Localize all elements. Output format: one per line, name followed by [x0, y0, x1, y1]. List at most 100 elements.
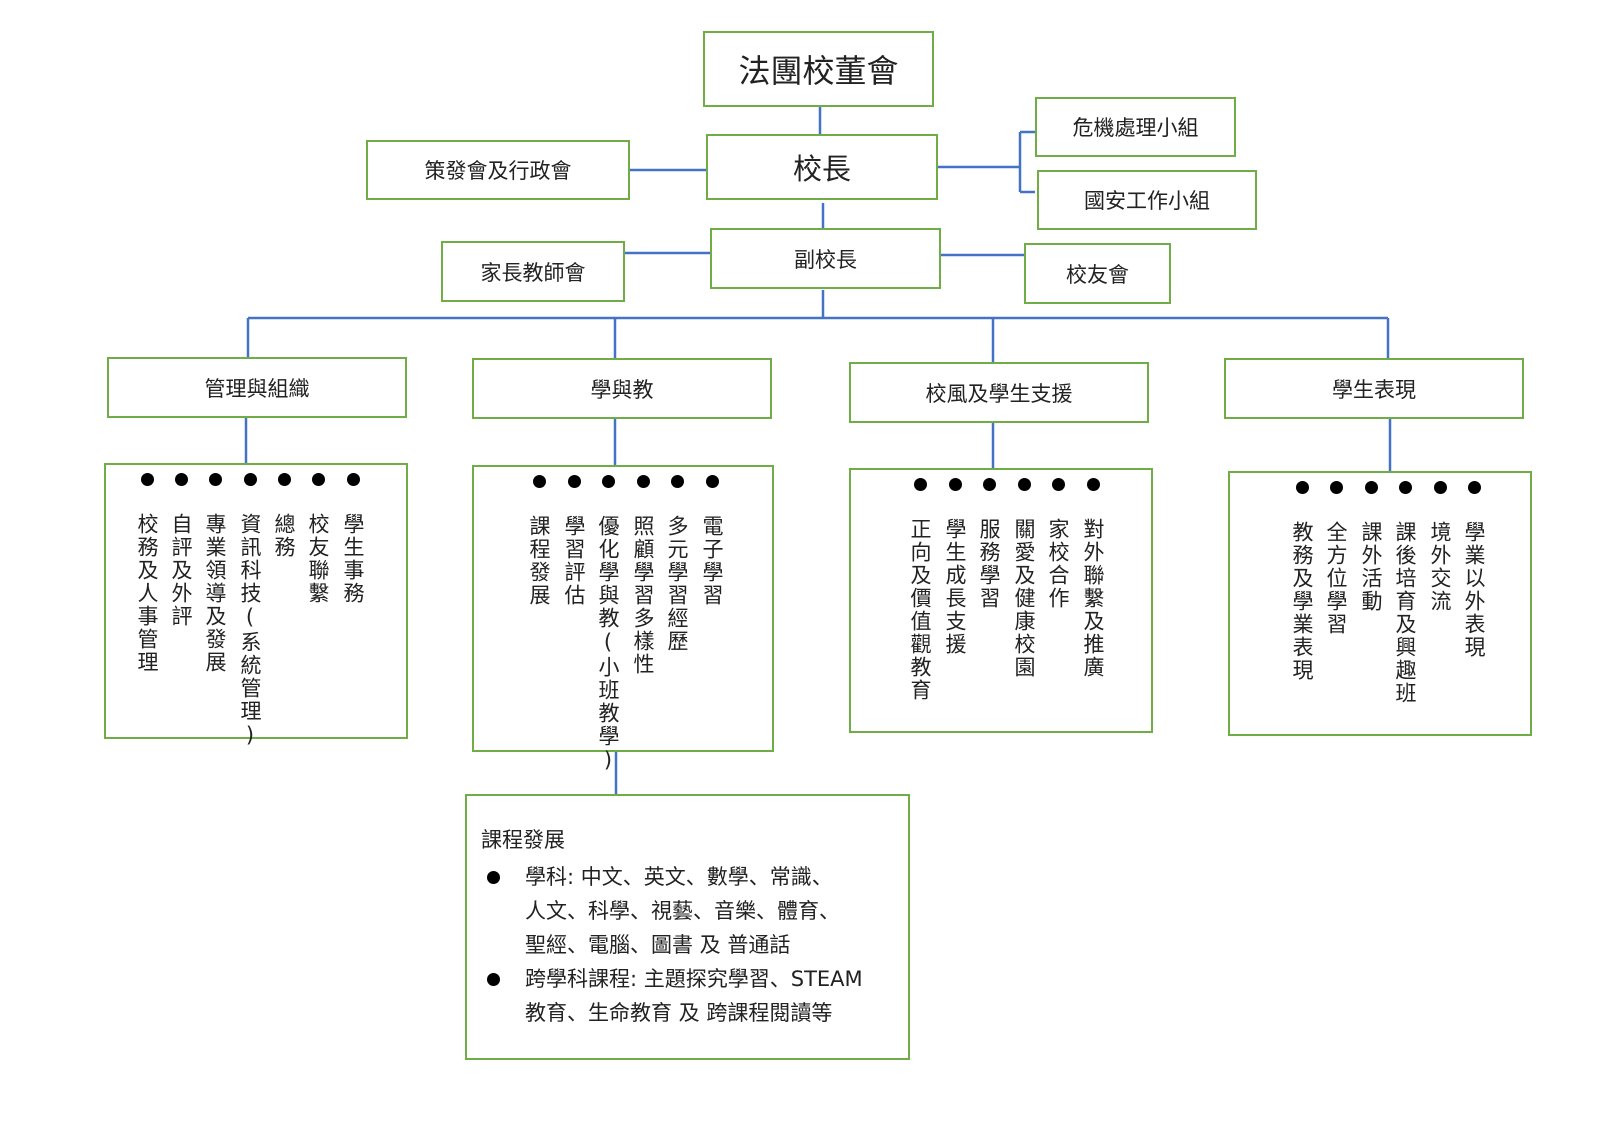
list-item-text: 全方位學習 — [1324, 521, 1348, 636]
management-items-box: 學生事務 校友聯繫 總務 資訊科技(系統管理) 專業領導及發展 自評及外評 校務… — [104, 463, 408, 749]
list-item: 對外聯繫及推廣 — [1079, 478, 1107, 679]
list-item-text: 資訊科技(系統管理) — [238, 513, 262, 749]
crisis-team-box: 危機處理小組 — [1035, 97, 1236, 157]
list-item: 全方位學習 — [1322, 481, 1350, 636]
bullet-dot — [1051, 478, 1065, 491]
list-item-text: 電子學習 — [700, 515, 724, 607]
list-item-text: 校友聯繫 — [306, 513, 330, 605]
list-item-text: 學生成長支援 — [943, 518, 967, 656]
bullet-dot — [982, 478, 996, 491]
list-item: 學生事務 — [339, 473, 367, 605]
bullet-dot — [1398, 481, 1412, 494]
list-item: 照顧學習多樣性 — [629, 475, 657, 676]
dept-management-box: 管理與組織 — [107, 357, 407, 418]
list-item: 學生成長支援 — [941, 478, 969, 656]
list-item-text: 校務及人事管理 — [135, 513, 159, 674]
curriculum-bullet: 跨學科課程: 主題探究學習、STEAM 教育、生命教育 及 跨課程閱讀等 — [481, 962, 908, 1030]
list-item: 專業領導及發展 — [201, 473, 229, 674]
bullet-dot — [532, 475, 546, 488]
list-item: 校務及人事管理 — [133, 473, 161, 674]
list-item-text: 課程發展 — [527, 515, 551, 607]
principal-box: 校長 — [706, 134, 938, 200]
list-item: 關愛及健康校園 — [1010, 478, 1038, 679]
list-item-text: 關愛及健康校園 — [1012, 518, 1036, 679]
list-item-text: 學習評估 — [562, 515, 586, 607]
curriculum-bullet: 學科: 中文、英文、數學、常識、 人文、科學、視藝、音樂、體育、 聖經、電腦、圖… — [481, 860, 908, 962]
bullet-dot — [1295, 481, 1309, 494]
bullet-dot — [174, 473, 188, 486]
bullet-dot — [277, 473, 291, 486]
list-item-text: 學生事務 — [341, 513, 365, 605]
list-item: 自評及外評 — [167, 473, 195, 628]
bullet-dot — [705, 475, 719, 488]
bullet-dot — [311, 473, 325, 486]
list-item: 總務 — [270, 473, 298, 559]
curriculum-text-line: 跨學科課程: 主題探究學習、STEAM — [525, 967, 863, 991]
committee-box: 策發會及行政會 — [366, 140, 630, 200]
bullet-dot — [1086, 478, 1100, 491]
list-item-text: 學業以外表現 — [1462, 521, 1486, 659]
bullet-dot — [1364, 481, 1378, 494]
student-support-items-box: 對外聯繫及推廣 家校合作 關愛及健康校園 服務學習 學生成長支援 正向及價值觀教… — [849, 468, 1153, 733]
performance-items-box: 學業以外表現 境外交流 課後培育及興趣班 課外活動 全方位學習 教務及學業表現 — [1228, 471, 1532, 736]
list-item-text: 總務 — [272, 513, 296, 559]
curriculum-text-line: 人文、科學、視藝、音樂、體育、 — [525, 899, 840, 923]
list-item-text: 境外交流 — [1428, 521, 1452, 613]
alumni-box: 校友會 — [1024, 243, 1171, 304]
bullet-dot — [567, 475, 581, 488]
curriculum-text-line: 教育、生命教育 及 跨課程閱讀等 — [525, 1001, 833, 1025]
list-item: 服務學習 — [975, 478, 1003, 610]
bullet-dot — [208, 473, 222, 486]
list-item-text: 課外活動 — [1359, 521, 1383, 613]
bullet-dot — [670, 475, 684, 488]
list-item-text: 家校合作 — [1046, 518, 1070, 610]
list-item: 電子學習 — [698, 475, 726, 607]
list-item-text: 課後培育及興趣班 — [1393, 521, 1417, 705]
board-box: 法團校董會 — [703, 31, 934, 107]
list-item-text: 多元學習經歷 — [665, 515, 689, 653]
pta-box: 家長教師會 — [441, 241, 625, 302]
bullet-dot — [487, 871, 500, 884]
list-item-text: 正向及價值觀教育 — [908, 518, 932, 702]
vice-principal-box: 副校長 — [710, 228, 941, 289]
bullet-dot — [601, 475, 615, 488]
dept-teaching-box: 學與教 — [472, 358, 772, 419]
bullet-dot — [913, 478, 927, 491]
dept-performance-box: 學生表現 — [1224, 358, 1524, 419]
list-item: 優化學與教(小班教學) — [594, 475, 622, 774]
bullet-dot — [1329, 481, 1343, 494]
list-item-text: 自評及外評 — [169, 513, 193, 628]
list-item-text: 對外聯繫及推廣 — [1081, 518, 1105, 679]
dept-student-support-box: 校風及學生支援 — [849, 362, 1149, 423]
list-item: 課後培育及興趣班 — [1391, 481, 1419, 705]
curriculum-text-line: 學科: 中文、英文、數學、常識、 — [525, 865, 833, 889]
list-item: 教務及學業表現 — [1288, 481, 1316, 682]
list-item: 課外活動 — [1357, 481, 1385, 613]
bullet-dot — [1017, 478, 1031, 491]
list-item: 課程發展 — [525, 475, 553, 607]
list-item-text: 服務學習 — [977, 518, 1001, 610]
teaching-items-box: 電子學習 多元學習經歷 照顧學習多樣性 優化學與教(小班教學) 學習評估 課程發… — [472, 465, 774, 774]
list-item-text: 教務及學業表現 — [1290, 521, 1314, 682]
list-item: 家校合作 — [1044, 478, 1072, 610]
list-item-text: 專業領導及發展 — [203, 513, 227, 674]
curriculum-box: 課程發展 學科: 中文、英文、數學、常識、 人文、科學、視藝、音樂、體育、 聖經… — [465, 794, 910, 1060]
list-item: 正向及價值觀教育 — [906, 478, 934, 702]
bullet-dot — [1467, 481, 1481, 494]
bullet-dot — [140, 473, 154, 486]
list-item: 資訊科技(系統管理) — [236, 473, 264, 749]
list-item: 境外交流 — [1426, 481, 1454, 613]
bullet-dot — [346, 473, 360, 486]
bullet-dot — [948, 478, 962, 491]
list-item: 學業以外表現 — [1460, 481, 1488, 659]
bullet-dot — [1433, 481, 1447, 494]
list-item-text: 照顧學習多樣性 — [631, 515, 655, 676]
list-item: 多元學習經歷 — [663, 475, 691, 653]
bullet-dot — [487, 973, 500, 986]
curriculum-title: 課程發展 — [481, 828, 565, 852]
bullet-dot — [243, 473, 257, 486]
list-item: 學習評估 — [560, 475, 588, 607]
list-item: 校友聯繫 — [304, 473, 332, 605]
list-item-text: 優化學與教(小班教學) — [596, 515, 620, 774]
